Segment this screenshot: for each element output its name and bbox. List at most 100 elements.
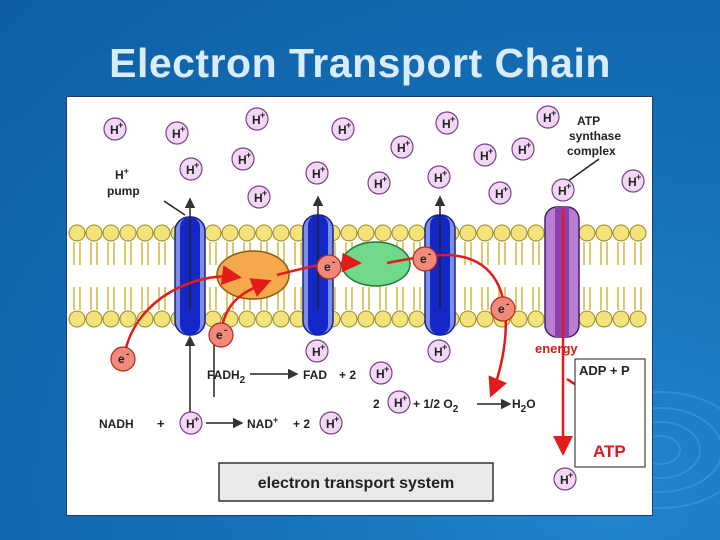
lipid-head [630,225,646,241]
lipid-head [137,225,153,241]
svg-text:+: + [334,414,339,424]
svg-text:+: + [320,164,325,174]
svg-text:+: + [382,174,387,184]
svg-text:+: + [566,181,571,191]
lipid-head [86,225,102,241]
lipid-head [528,225,544,241]
svg-text:+: + [262,188,267,198]
svg-text:-: - [126,349,129,360]
lipid-head [256,311,272,327]
lipid-head [596,225,612,241]
fadh2-label: FADH2 [207,368,246,386]
lipid-head [86,311,102,327]
lipid-head [613,225,629,241]
lipid-head [511,225,527,241]
lipid-head [69,311,85,327]
lipid-head [613,311,629,327]
lipid-head [103,311,119,327]
svg-text:+: + [320,342,325,352]
lipid-head [256,225,272,241]
electron: e- [413,247,437,271]
adp-p-label: ADP + P [579,363,630,378]
proton-hplus: H+ [246,108,268,130]
svg-text:+: + [503,184,508,194]
energy-label: energy [535,341,578,356]
lipid-head [528,311,544,327]
fad-label: FAD [303,368,327,382]
lipid-head [494,225,510,241]
lipid-head [358,225,374,241]
lipid-head [579,225,595,241]
electron: e- [317,255,341,279]
nadh-label: NADH [99,417,134,431]
proton-hplus: H+ [166,122,188,144]
lipid-head [239,311,255,327]
lipid-head [596,311,612,327]
svg-text:-: - [428,249,431,260]
svg-text:+: + [442,342,447,352]
electron: e- [491,297,515,321]
atp-synthase-label-3: complex [567,144,616,158]
lipid-head [477,225,493,241]
proton-hplus: H+ [306,162,328,184]
svg-text:+: + [260,110,265,120]
svg-text:+: + [402,393,407,403]
lipid-head [120,225,136,241]
proton-hplus: H+ [474,144,496,166]
svg-text:e: e [324,260,331,274]
proton-hplus: H+ [512,138,534,160]
svg-text:+: + [450,114,455,124]
svg-text:e: e [420,252,427,266]
proton-hplus: H+ [104,118,126,140]
electron: e- [209,323,233,347]
svg-text:+: + [180,124,185,134]
fad-plus-two: + 2 [339,368,356,382]
lipid-head [341,225,357,241]
proton-hplus: H+ [180,412,202,434]
lipid-head [358,311,374,327]
lipid-head [222,225,238,241]
lipid-head [273,225,289,241]
proton-hplus: H+ [180,158,202,180]
svg-text:+: + [194,160,199,170]
nad-label: NAD+ [247,415,278,431]
lipid-head [579,311,595,327]
svg-text:+: + [442,168,447,178]
proton-hplus: H+ [537,106,559,128]
electron: e- [111,347,135,371]
proton-hplus: H+ [388,391,410,413]
proton-hplus: H+ [428,166,450,188]
lipid-head [477,311,493,327]
proton-hplus: H+ [370,362,392,384]
h-pump-label: pump [107,184,140,198]
atp-synthase-label-2: synthase [569,129,621,143]
proton-hplus: H+ [248,186,270,208]
proton-hplus: H+ [489,182,511,204]
svg-text:+: + [346,120,351,130]
svg-text:+: + [526,140,531,150]
proton-hplus: H+ [391,136,413,158]
svg-text:-: - [224,325,227,336]
lipid-head [375,311,391,327]
h2o-label: H2O [512,397,536,415]
lipid-head [630,311,646,327]
lipid-head [69,225,85,241]
svg-text:+: + [194,414,199,424]
nad-plus-two: + 2 [293,417,310,431]
half-o2-label: + 1/2 O2 [413,397,459,415]
lipid-head [154,311,170,327]
svg-text:e: e [216,328,223,342]
svg-text:+: + [118,120,123,130]
nadh-plus: + [157,416,165,431]
svg-text:+: + [405,138,410,148]
lipid-head [239,225,255,241]
lipid-head [341,311,357,327]
proton-hplus: H+ [320,412,342,434]
proton-hplus: H+ [622,170,644,192]
svg-text:+: + [488,146,493,156]
svg-text:e: e [498,302,505,316]
lipid-head [460,225,476,241]
proton-hplus: H+ [332,118,354,140]
o2-two: 2 [373,397,380,411]
h-pump-label-h: H+ [115,166,129,182]
